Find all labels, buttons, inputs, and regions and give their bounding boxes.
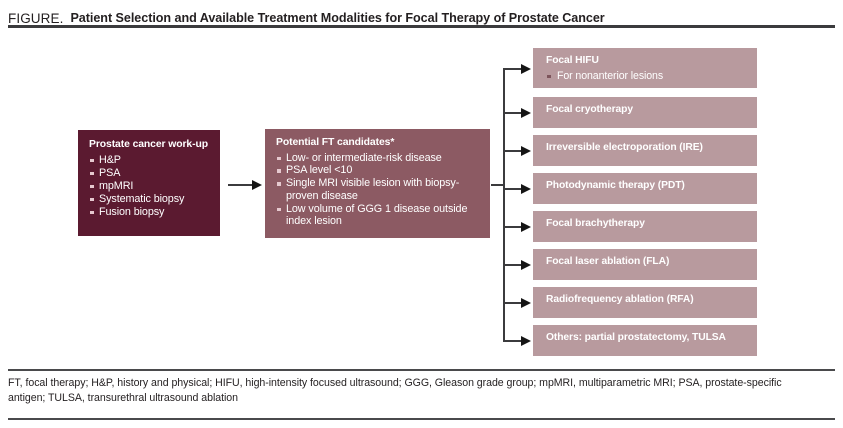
branch-arrow-5 — [521, 222, 531, 232]
page-title: Patient Selection and Available Treatmen… — [70, 11, 605, 25]
treatment-title: Others: partial prostatectomy, TULSA — [546, 332, 726, 343]
list-item: Low- or intermediate-risk disease — [276, 152, 482, 164]
list-item: PSA level <10 — [276, 164, 482, 176]
list-item: PSA — [89, 167, 211, 180]
figure-header: FIGURE. Patient Selection and Available … — [8, 4, 835, 26]
figure-label: FIGURE. — [8, 11, 64, 26]
treatment-title: Irreversible electroporation (IRE) — [546, 142, 703, 153]
prostate-cancer-workup-box: Prostate cancer work-up H&P PSA mpMRI Sy… — [78, 130, 220, 236]
treatment-title: Focal HIFU — [546, 55, 599, 66]
potential-ft-candidates-box: Potential FT candidates* Low- or interme… — [265, 129, 490, 238]
treatment-title: Focal brachytherapy — [546, 218, 645, 229]
branch-arrow-8 — [521, 336, 531, 346]
branch-arrow-2 — [521, 108, 531, 118]
footnote-divider-top — [8, 369, 835, 372]
list-item: Single MRI visible lesion with biopsy-pr… — [276, 177, 482, 202]
treatment-box-radiofrequency-ablation: Radiofrequency ablation (RFA) — [533, 287, 757, 318]
arrow-workup-to-candidates-head — [252, 180, 262, 190]
treatment-box-photodynamic-therapy: Photodynamic therapy (PDT) — [533, 173, 757, 204]
branch-arrow-6 — [521, 260, 531, 270]
arrow-workup-to-candidates-line — [228, 184, 256, 186]
treatment-box-focal-cryotherapy: Focal cryotherapy — [533, 97, 757, 128]
branch-line-4 — [503, 188, 525, 190]
list-item: Low volume of GGG 1 disease outside inde… — [276, 203, 482, 228]
treatment-box-irreversible-electroporation: Irreversible electroporation (IRE) — [533, 135, 757, 166]
branch-arrow-3 — [521, 146, 531, 156]
branch-arrow-7 — [521, 298, 531, 308]
treatment-title: Photodynamic therapy (PDT) — [546, 180, 685, 191]
branch-line-5 — [503, 226, 525, 228]
treatment-title: Radiofrequency ablation (RFA) — [546, 294, 694, 305]
treatment-box-focal-brachytherapy: Focal brachytherapy — [533, 211, 757, 242]
treatment-box-focal-hifu: Focal HIFU For nonanterior lesions — [533, 48, 757, 88]
connector-vertical-trunk — [503, 68, 505, 341]
header-divider — [8, 25, 835, 28]
branch-line-8 — [503, 340, 525, 342]
candidates-item-list: Low- or intermediate-risk disease PSA le… — [276, 152, 482, 228]
treatment-box-focal-laser-ablation: Focal laser ablation (FLA) — [533, 249, 757, 280]
list-item: Systematic biopsy — [89, 193, 211, 206]
treatment-title: Focal cryotherapy — [546, 104, 634, 115]
footnote-text: FT, focal therapy; H&P, history and phys… — [8, 377, 782, 404]
branch-arrow-4 — [521, 184, 531, 194]
treatment-box-others: Others: partial prostatectomy, TULSA — [533, 325, 757, 356]
branch-line-6 — [503, 264, 525, 266]
list-item: Fusion biopsy — [89, 206, 211, 219]
treatment-title: Focal laser ablation (FLA) — [546, 256, 670, 267]
branch-line-1 — [503, 68, 525, 70]
candidates-box-title: Potential FT candidates* — [276, 137, 395, 148]
workup-box-title: Prostate cancer work-up — [89, 139, 208, 150]
connector-candidates-to-trunk — [491, 184, 504, 186]
branch-line-2 — [503, 112, 525, 114]
branch-line-7 — [503, 302, 525, 304]
list-item: For nonanterior lesions — [546, 70, 757, 82]
workup-item-list: H&P PSA mpMRI Systematic biopsy Fusion b… — [89, 154, 211, 219]
list-item: mpMRI — [89, 180, 211, 193]
branch-arrow-1 — [521, 64, 531, 74]
list-item: H&P — [89, 154, 211, 167]
footnote-divider-bottom — [8, 418, 835, 421]
branch-line-3 — [503, 150, 525, 152]
treatment-item-list: For nonanterior lesions — [546, 70, 757, 82]
